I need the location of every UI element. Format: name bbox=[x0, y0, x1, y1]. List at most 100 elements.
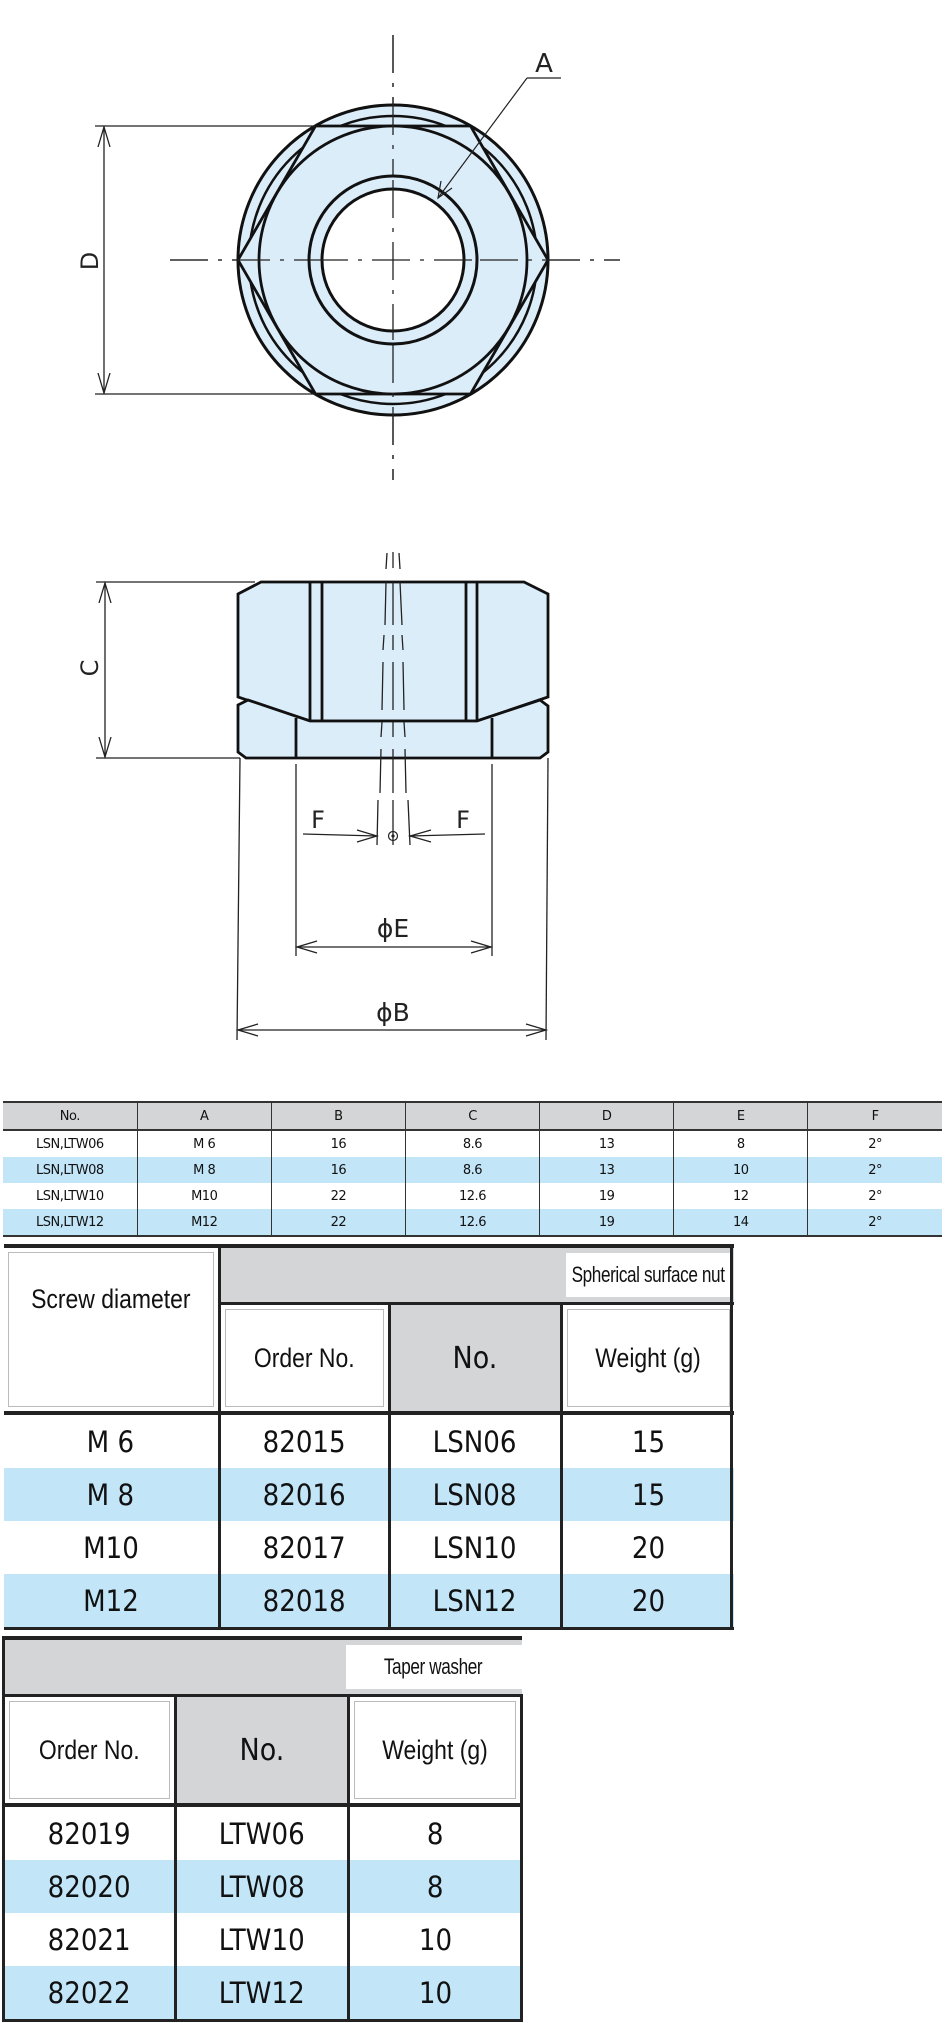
table-row: LSN,LTW08 M 8 16 8.6 13 10 2° bbox=[3, 1157, 942, 1183]
table-cell: 19 bbox=[539, 1209, 674, 1236]
column-header: No. bbox=[59, 1108, 81, 1124]
table-cell: 8.6 bbox=[404, 1130, 540, 1157]
part-no-cell: LSN10 bbox=[389, 1521, 563, 1574]
screw-diameter-cell: M10 bbox=[4, 1521, 221, 1574]
weight-cell: 10 bbox=[348, 1966, 523, 2022]
spherical-nut-table-frame bbox=[730, 1244, 733, 1629]
part-no-cell: LSN12 bbox=[389, 1574, 563, 1630]
table-cell: 2° bbox=[807, 1130, 942, 1157]
weight-cell: 15 bbox=[631, 1424, 665, 1459]
table-cell: 13 bbox=[539, 1157, 674, 1183]
no-header: No. bbox=[175, 1695, 350, 1807]
dimension-label-d: D bbox=[76, 252, 104, 270]
table-row: 82020 LTW08 8 bbox=[2, 1860, 523, 1913]
spherical-nut-title-band: Spherical surface nut bbox=[219, 1244, 734, 1305]
screw-diameter-cell: M12 bbox=[4, 1574, 221, 1630]
table-cell: 2° bbox=[807, 1209, 942, 1236]
weight-cell: 8 bbox=[348, 1860, 523, 1913]
table-cell: 13 bbox=[539, 1130, 674, 1157]
order-no-cell: 82021 bbox=[2, 1913, 177, 1966]
weight-header: Weight (g) bbox=[348, 1695, 523, 1807]
part-no-cell: LTW06 bbox=[175, 1805, 350, 1860]
table-cell: 2° bbox=[807, 1157, 942, 1183]
column-header: E bbox=[673, 1102, 808, 1130]
order-no-header: Order No. bbox=[2, 1695, 177, 1807]
table-cell: 22 bbox=[270, 1209, 406, 1236]
screw-diameter-cell: M 6 bbox=[4, 1413, 221, 1468]
weight-cell: 8 bbox=[348, 1805, 523, 1860]
table-cell: M 6 bbox=[136, 1130, 272, 1157]
dimensions-table: No. A B C D E F LSN,LTW06 M 6 16 8.6 13 … bbox=[3, 1101, 942, 1237]
table-cell: LSN,LTW12 bbox=[35, 1214, 104, 1230]
taper-washer-title: Taper washer bbox=[384, 1654, 483, 1679]
table-cell: 19 bbox=[539, 1183, 674, 1209]
table-row: 82022 LTW12 10 bbox=[2, 1966, 523, 2022]
weight-cell: 20 bbox=[561, 1574, 734, 1630]
technical-drawing: D A bbox=[76, 35, 620, 1041]
table-row: 82019 LTW06 8 bbox=[2, 1805, 523, 1860]
table-row: LSN,LTW12 M12 22 12.6 19 14 2° bbox=[3, 1209, 942, 1236]
table-cell: 22 bbox=[270, 1183, 406, 1209]
order-no-cell: 82017 bbox=[219, 1521, 391, 1574]
table-cell: 16 bbox=[270, 1130, 406, 1157]
table-row: LSN,LTW06 M 6 16 8.6 13 8 2° bbox=[3, 1130, 942, 1157]
dimension-label-f-left: F bbox=[311, 806, 325, 834]
order-no-header: Order No. bbox=[219, 1303, 391, 1415]
table-row: 82021 LTW10 10 bbox=[2, 1913, 523, 1966]
taper-washer-table: Taper washer Order No. No. Weight (g) 82… bbox=[2, 1636, 523, 2022]
screw-diameter-header: Screw diameter bbox=[4, 1244, 221, 1415]
order-no-cell: 82020 bbox=[2, 1860, 177, 1913]
spherical-nut-title: Spherical surface nut bbox=[571, 1262, 725, 1287]
table-cell: 16 bbox=[270, 1157, 406, 1183]
part-no-cell: LTW10 bbox=[175, 1913, 350, 1966]
table-cell: 10 bbox=[673, 1157, 808, 1183]
screw-diameter-cell: M 8 bbox=[4, 1468, 221, 1521]
order-no-cell: 82019 bbox=[2, 1805, 177, 1860]
weight-header: Weight (g) bbox=[561, 1303, 734, 1415]
table-cell: M 8 bbox=[136, 1157, 272, 1183]
part-no-cell: LTW08 bbox=[175, 1860, 350, 1913]
dimension-label-f-right: F bbox=[456, 806, 470, 834]
table-row: M 8 82016 LSN08 15 bbox=[4, 1468, 734, 1521]
weight-cell: 20 bbox=[631, 1530, 665, 1565]
dimension-label-c: C bbox=[76, 660, 104, 677]
table-cell: 14 bbox=[673, 1209, 808, 1236]
order-no-cell: 82022 bbox=[2, 1966, 177, 2022]
part-no-cell: LSN08 bbox=[389, 1468, 563, 1521]
side-view: C F F ϕE ϕB bbox=[76, 552, 550, 1041]
table-cell: LSN,LTW06 bbox=[35, 1136, 104, 1152]
table-cell: 12.6 bbox=[404, 1209, 540, 1236]
part-no-cell: LTW12 bbox=[175, 1966, 350, 2022]
table-cell: 12 bbox=[673, 1183, 808, 1209]
column-header: A bbox=[136, 1102, 272, 1130]
order-no-cell: 82018 bbox=[219, 1574, 391, 1630]
column-header: F bbox=[807, 1102, 942, 1130]
dimension-label-a: A bbox=[535, 49, 553, 79]
table-cell: LSN,LTW10 bbox=[35, 1188, 104, 1204]
no-header: No. bbox=[389, 1303, 563, 1415]
table-row: M 6 82015 LSN06 15 bbox=[4, 1413, 734, 1468]
table-row: M10 82017 LSN10 20 bbox=[4, 1521, 734, 1574]
table-row: M12 82018 LSN12 20 bbox=[4, 1574, 734, 1630]
table-cell: 2° bbox=[807, 1183, 942, 1209]
table-cell: M12 bbox=[136, 1209, 272, 1236]
column-header: D bbox=[539, 1102, 674, 1130]
table-cell: 8 bbox=[673, 1130, 808, 1157]
table-row: LSN,LTW10 M10 22 12.6 19 12 2° bbox=[3, 1183, 942, 1209]
part-no-cell: LSN06 bbox=[389, 1413, 563, 1468]
weight-cell: 15 bbox=[561, 1468, 734, 1521]
dimension-label-e: ϕE bbox=[377, 914, 409, 943]
column-header: B bbox=[270, 1102, 406, 1130]
table-cell: M10 bbox=[136, 1183, 272, 1209]
table-cell: LSN,LTW08 bbox=[35, 1162, 104, 1178]
spherical-nut-table: Screw diameter Spherical surface nut Ord… bbox=[4, 1244, 734, 1630]
column-header: C bbox=[404, 1102, 540, 1130]
taper-washer-title-band: Taper washer bbox=[2, 1636, 522, 1697]
top-view: D A bbox=[76, 35, 620, 480]
weight-cell: 10 bbox=[348, 1913, 523, 1966]
order-no-cell: 82015 bbox=[219, 1413, 391, 1468]
dimension-label-b: ϕB bbox=[376, 998, 410, 1027]
order-no-cell: 82016 bbox=[219, 1468, 391, 1521]
table-cell: 8.6 bbox=[404, 1157, 540, 1183]
table-cell: 12.6 bbox=[404, 1183, 540, 1209]
